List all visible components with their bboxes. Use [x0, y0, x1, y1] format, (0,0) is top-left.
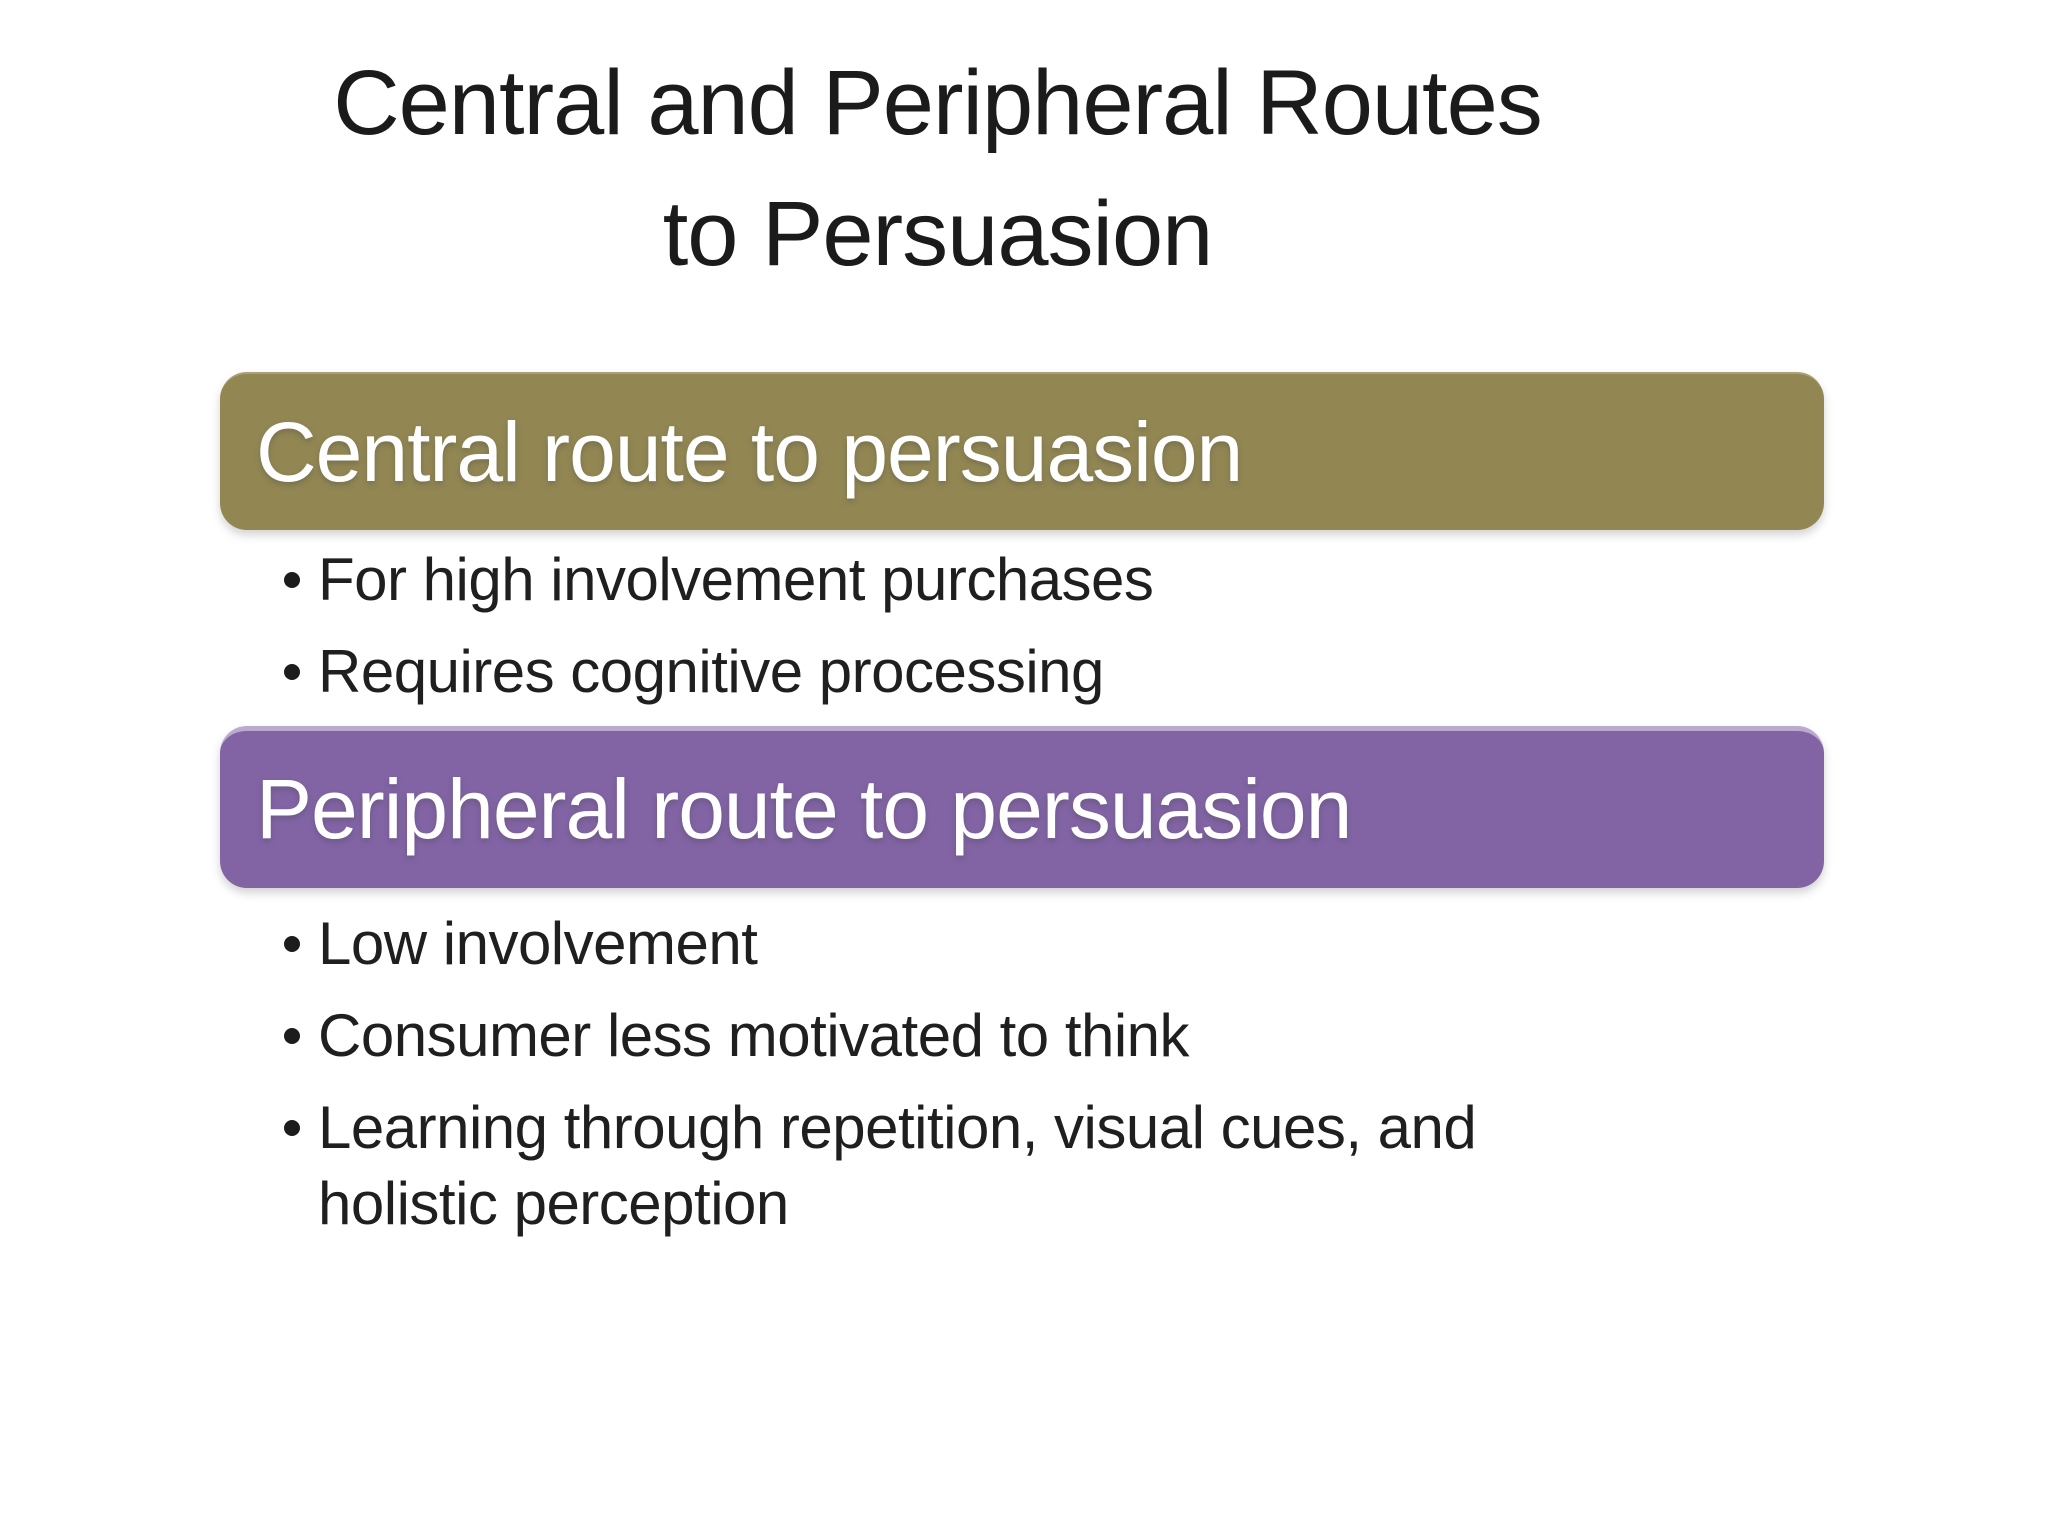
central-route-banner-label: Central route to persuasion — [256, 404, 1243, 499]
central-route-banner: Central route to persuasion — [220, 372, 1824, 530]
title-line-1: Central and Peripheral Routes — [333, 52, 1543, 154]
slide-title: Central and Peripheral Routes to Persuas… — [225, 38, 1650, 300]
bullet-item-low-involvement: Low involvement — [284, 906, 1844, 982]
bullet-dot — [284, 936, 300, 952]
bullet-text: Learning through repetition, visual cues… — [318, 1094, 1477, 1237]
central-route-bullet-list: For high involvement purchases Requires … — [284, 542, 1844, 726]
bullet-item-high-involvement: For high involvement purchases — [284, 542, 1844, 618]
bullet-text: Consumer less motivated to think — [318, 1002, 1190, 1069]
bullet-dot — [284, 1120, 300, 1136]
bullet-text: Low involvement — [318, 910, 758, 977]
peripheral-route-bullet-list: Low involvement Consumer less motivated … — [284, 906, 1844, 1258]
peripheral-route-banner: Peripheral route to persuasion — [220, 726, 1824, 888]
bullet-dot — [284, 1028, 300, 1044]
bullet-item-learning-repetition: Learning through repetition, visual cues… — [284, 1090, 1844, 1242]
peripheral-route-banner-label: Peripheral route to persuasion — [256, 762, 1352, 856]
bullet-item-cognitive-processing: Requires cognitive processing — [284, 634, 1844, 710]
bullet-text: For high involvement purchases — [318, 546, 1154, 613]
bullet-dot — [284, 572, 300, 588]
bullet-dot — [284, 664, 300, 680]
bullet-item-less-motivated: Consumer less motivated to think — [284, 998, 1844, 1074]
title-line-2: to Persuasion — [662, 183, 1214, 285]
bullet-text: Requires cognitive processing — [318, 638, 1104, 705]
